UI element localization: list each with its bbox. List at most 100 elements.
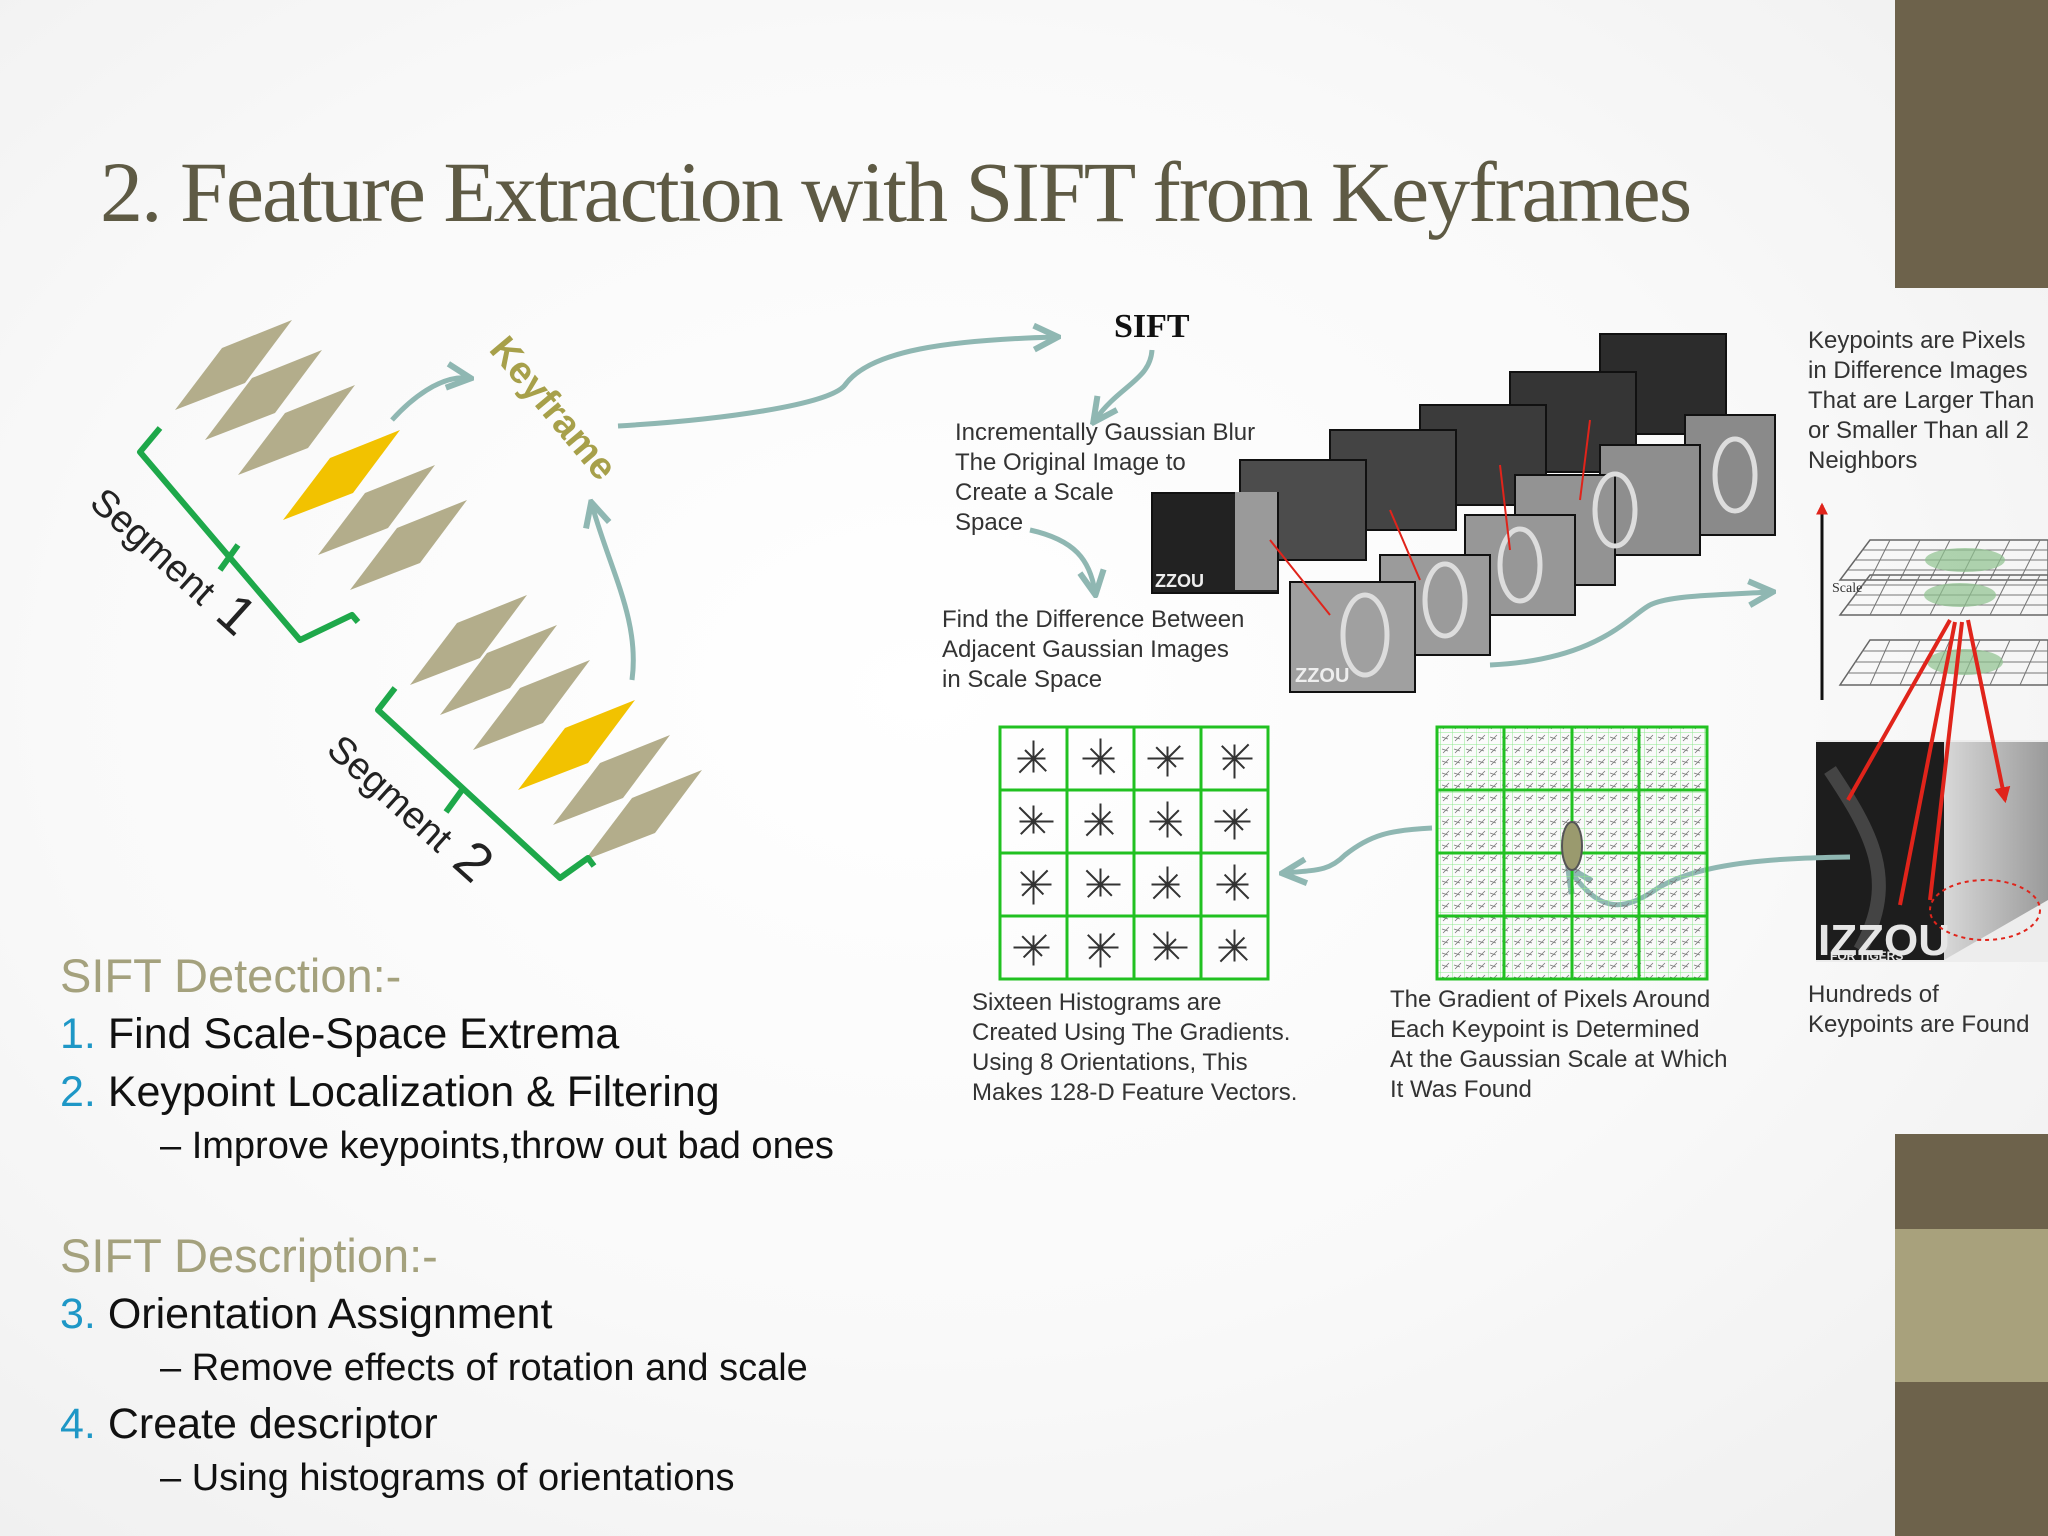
frame-2c <box>473 660 590 750</box>
keyframe-2 <box>518 700 635 790</box>
histogram-star-icon <box>1216 864 1250 901</box>
sift-label: SIFT <box>1114 308 1190 345</box>
caption-found: Hundreds of Keypoints are Found <box>1808 980 2048 1040</box>
frame-1e <box>350 500 467 590</box>
caption-blur: Incrementally Gaussian Blur The Original… <box>955 418 1255 538</box>
caption-histograms: Sixteen Histograms are Created Using The… <box>972 988 1297 1108</box>
description-item-4-sub: – Using histograms of orientations <box>160 1457 735 1499</box>
histogram-star-icon <box>1151 866 1181 900</box>
caption-gradient-line: At the Gaussian Scale at Which <box>1390 1046 1728 1073</box>
caption-gradient-line: Each Keypoint is Determined <box>1390 1016 1700 1043</box>
caption-keypoints-line: or Smaller Than all 2 <box>1808 417 2029 444</box>
arrow-keyframe1-to-label <box>390 378 468 422</box>
item-text: Keypoint Localization & Filtering <box>107 1068 720 1116</box>
detection-item-1: 1. Find Scale-Space Extrema <box>60 1010 619 1059</box>
item-text: Find Scale-Space Extrema <box>107 1010 620 1058</box>
histogram-star-icon <box>1152 931 1188 961</box>
dog-frame-5 <box>1599 444 1701 556</box>
description-heading: SIFT Description:- <box>60 1229 438 1282</box>
item-text: Orientation Assignment <box>107 1290 553 1338</box>
caption-keypoints-line: That are Larger Than <box>1808 387 2035 414</box>
description-item-3-sub: – Remove effects of rotation and scale <box>160 1347 808 1389</box>
histogram-star-icon <box>1085 868 1121 898</box>
caption-difference-line: in Scale Space <box>942 666 1103 693</box>
right-band-bottom <box>1895 1382 2048 1536</box>
item-number: 4. <box>60 1400 96 1448</box>
right-band-light <box>1895 1229 2048 1382</box>
keypoint-marker <box>1561 821 1583 871</box>
frame-2a <box>410 595 527 685</box>
arrow-to-keypoints <box>1489 592 1770 668</box>
caption-histograms-line: Sixteen Histograms are <box>972 989 1222 1016</box>
mug-subtext: FOR TIGERS <box>1830 949 1903 963</box>
arrow-to-sift <box>617 337 1055 429</box>
keyframe-1 <box>283 430 400 520</box>
caption-keypoints-line: Keypoints are Pixels <box>1808 327 2026 354</box>
blur-frame-text: ZZOU <box>1155 571 1204 591</box>
keyframe-label: Keyframe <box>481 329 625 489</box>
dog-frame-text: ZZOU <box>1295 665 1349 687</box>
caption-found-line: Hundreds of <box>1808 981 1939 1008</box>
histogram-star-icon <box>1147 745 1184 777</box>
mug-text: IZZOU <box>1818 916 1950 965</box>
histogram-star-icon <box>1221 743 1253 779</box>
item-number: 1. <box>60 1010 96 1058</box>
mug-image: IZZOU FOR TIGERS <box>1816 619 2048 965</box>
histogram-star-icon <box>1214 808 1251 840</box>
arrow-keyframe2-to-label <box>592 505 636 681</box>
segment-1-frames <box>175 320 467 590</box>
frame-1b <box>205 350 322 440</box>
segment-2-bracket <box>375 686 597 881</box>
histogram-star-icon <box>1020 869 1052 905</box>
item-number: 2. <box>60 1068 96 1116</box>
detection-item-2: 2. Keypoint Localization & Filtering <box>60 1068 720 1117</box>
scale-label: Scale <box>1832 581 1862 596</box>
caption-histograms-line: Makes 128-D Feature Vectors. <box>972 1079 1298 1106</box>
histogram-star-icon <box>1018 805 1054 835</box>
scale-grid-middle <box>1838 574 2048 616</box>
right-band-top <box>1895 0 2048 288</box>
caption-keypoints-line: in Difference Images <box>1808 357 2028 384</box>
histogram-star-icon <box>1149 801 1183 838</box>
histogram-star-icon <box>1218 929 1248 963</box>
caption-histograms-line: Using 8 Orientations, This <box>972 1049 1248 1076</box>
arrow-sift-to-blur <box>1095 349 1155 420</box>
arrow-blur-to-diff <box>1029 527 1095 592</box>
caption-found-line: Keypoints are Found <box>1808 1011 2030 1038</box>
histogram-star-icon <box>1082 738 1116 775</box>
gradient-grid <box>1435 725 1709 981</box>
frame-1a <box>175 320 292 410</box>
segment-2-frames <box>410 595 702 860</box>
histogram-star-icon <box>1017 740 1047 774</box>
caption-keypoints-line: Neighbors <box>1808 447 1918 474</box>
description-item-4: 4. Create descriptor <box>60 1400 438 1449</box>
frame-2e <box>585 770 702 860</box>
frame-2b <box>440 625 557 715</box>
scale-grids: Scale <box>1816 502 2048 700</box>
histogram-star-icon <box>1013 934 1050 966</box>
arrow-gradient-to-histograms <box>1285 825 1433 873</box>
caption-difference: Find the Difference Between Adjacent Gau… <box>942 605 1244 695</box>
caption-gradient-line: It Was Found <box>1390 1076 1532 1103</box>
detection-item-2-sub: – Improve keypoints,throw out bad ones <box>160 1125 834 1167</box>
right-band-dark <box>1895 1134 2048 1229</box>
caption-difference-line: Find the Difference Between <box>942 606 1245 633</box>
segment-1-bracket <box>137 426 361 643</box>
caption-blur-line: Space <box>955 509 1024 536</box>
scale-space-stack: ZZOU ZZOU <box>1151 333 1776 693</box>
caption-blur-line: Create a Scale <box>955 479 1114 506</box>
item-number: 3. <box>60 1290 96 1338</box>
caption-histograms-line: Created Using The Gradients. <box>972 1019 1291 1046</box>
frame-1d <box>318 465 435 555</box>
caption-gradient-line: The Gradient of Pixels Around <box>1390 986 1711 1013</box>
histogram-grid <box>998 725 1270 981</box>
caption-difference-line: Adjacent Gaussian Images <box>942 636 1229 663</box>
frame-2d <box>553 735 670 825</box>
item-text: Create descriptor <box>107 1400 438 1448</box>
caption-keypoints: Keypoints are Pixels in Difference Image… <box>1808 326 2048 476</box>
caption-blur-line: The Original Image to <box>955 449 1186 476</box>
detection-heading: SIFT Detection:- <box>60 949 402 1002</box>
caption-gradient: The Gradient of Pixels Around Each Keypo… <box>1390 985 1728 1105</box>
histogram-star-icon <box>1084 803 1114 837</box>
